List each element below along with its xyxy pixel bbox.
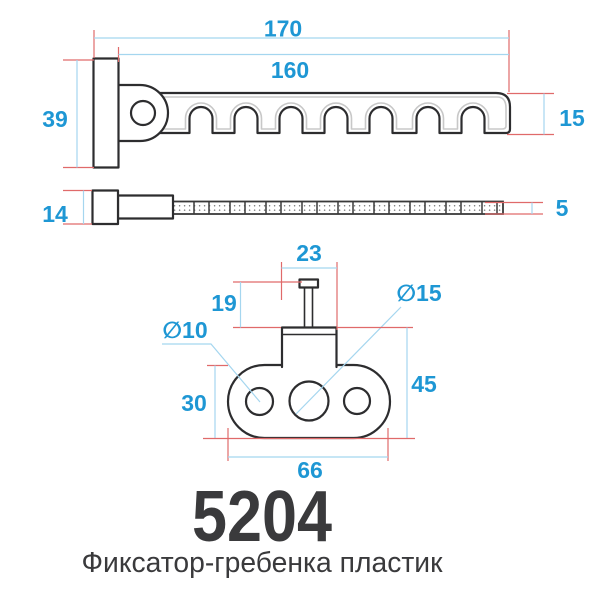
dim-23-label: 23 (296, 240, 322, 266)
side-block (91, 189, 120, 226)
dim-66-label: 66 (297, 457, 323, 483)
dim-14: 14 (42, 189, 92, 227)
dim-14-label: 14 (42, 201, 68, 227)
dim-30: 30 (181, 364, 228, 439)
dim-dia15: ∅15 (295, 280, 442, 415)
dim-66: 66 (227, 428, 389, 483)
pin-cap (298, 278, 320, 289)
dim-19: 19 (211, 281, 302, 329)
strip-connector (116, 194, 175, 220)
side-view: 14 5 (42, 189, 569, 227)
dim-30-label: 30 (181, 390, 207, 416)
part-number: 5204 (192, 477, 332, 557)
pivot-hole (129, 99, 157, 127)
dim-15: 15 (507, 92, 585, 136)
dim-15-label: 15 (559, 105, 585, 131)
dim-23: 23 (280, 240, 338, 330)
dia15-leader (295, 306, 402, 415)
mounting-plate (92, 57, 120, 169)
dim-5-label: 5 (556, 195, 569, 221)
front-neck (280, 326, 338, 369)
right-hole (342, 386, 372, 416)
dim-5: 5 (485, 195, 569, 221)
front-view: 23 19 ∅10 ∅15 30 45 (162, 240, 442, 483)
dim-dia10: ∅10 (162, 317, 261, 403)
dim-170-label: 170 (264, 16, 302, 42)
dim-39-label: 39 (42, 106, 68, 132)
dia10-leader (162, 343, 261, 403)
dia10-label: ∅10 (162, 317, 207, 343)
title-block: 5204 Фиксатор-гребенка пластик (82, 477, 443, 579)
dim-45: 45 (337, 326, 437, 439)
dim-160-label: 160 (271, 57, 309, 83)
dim-170: 170 (93, 16, 510, 92)
dim-45-label: 45 (411, 371, 437, 397)
part-name: Фиксатор-гребенка пластик (82, 547, 443, 579)
comb-inner-contour (154, 96, 507, 130)
top-view: 170 160 39 15 (42, 16, 585, 169)
comb-strip (148, 91, 512, 135)
pin-stem (303, 286, 314, 329)
dim-19-label: 19 (211, 290, 237, 316)
strip-segment-dividers (193, 201, 498, 214)
dim-160: 160 (117, 47, 509, 83)
dia15-label: ∅15 (396, 280, 441, 306)
dim-39: 39 (42, 59, 94, 169)
